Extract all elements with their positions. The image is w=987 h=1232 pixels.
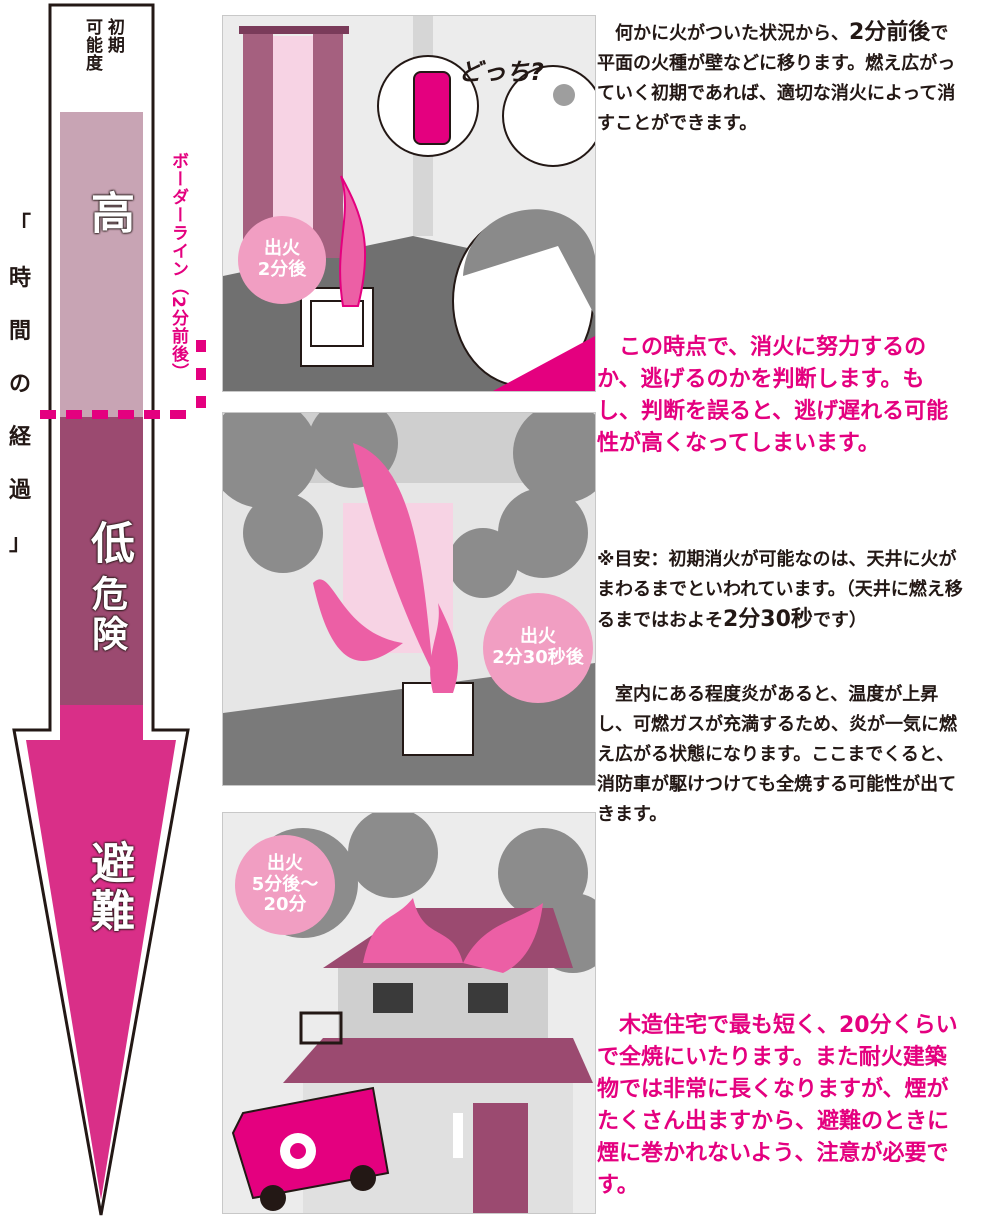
borderline-vertical-dashes: [196, 340, 208, 420]
header-line: 初期: [103, 18, 124, 54]
level-low: 低: [83, 520, 134, 568]
question-label: どっち?: [458, 58, 544, 86]
elapsed-char: 間: [8, 319, 31, 344]
level-high: 高: [83, 190, 134, 238]
elapsed-char: 経: [8, 425, 31, 450]
text-flashover: 室内にある程度炎があると、温度が上昇し、可燃ガスが充満するため、炎が一気に燃え広…: [597, 684, 957, 825]
low-band: [60, 417, 143, 705]
header-line: 可能度: [82, 18, 102, 72]
bracket-close: 」: [8, 531, 31, 556]
high-band: [60, 112, 143, 417]
level-danger-text: 危険: [86, 575, 127, 655]
borderline-dashes: [40, 410, 220, 422]
badge-line: 2分30秒後: [492, 647, 584, 668]
text-initial-fire: 何かに火がついた状況から、2分前後で平面の火種が壁などに移ります。燃え広がってい…: [597, 18, 965, 139]
badge-line: 出火: [519, 626, 556, 648]
badge-line: 5分後〜: [251, 873, 319, 895]
text-full-burn: 木造住宅で最も短く、20分くらいで全焼にいたります。また耐火建築物では非常に長く…: [597, 1013, 958, 1198]
level-evacuate: 避難: [83, 840, 134, 936]
text-span: 何かに火がついた状況から、: [615, 23, 849, 44]
elapsed-char: 時: [8, 266, 31, 291]
badge-line: 2分後: [257, 259, 307, 280]
text-decision: この時点で、消火に努力するのか、逃げるのかを判断します。もし、判断を誤ると、逃げ…: [597, 335, 949, 456]
text-guideline: ※目安：初期消火が可能なのは、天井に火がまわるまでといわれています。（天井に燃え…: [597, 545, 965, 636]
text-span: で平面の火種が壁などに移ります。燃え広がっていく初期であれば、適切な消火によって…: [597, 23, 956, 134]
badge-line: 20分: [263, 894, 307, 916]
elapsed-time-label: 「 時 間 の 経 過 」: [0, 215, 40, 586]
text-emphasis: 2分30秒: [723, 607, 813, 632]
elapsed-char: の: [8, 372, 31, 397]
bracket-open: 「: [8, 213, 31, 238]
level-danger: 危険: [80, 575, 132, 655]
badge-line: 出火: [267, 852, 303, 874]
header-cell: [60, 12, 143, 112]
fire-extinguisher-icon: [413, 71, 451, 145]
running-person-icon: [553, 84, 575, 106]
elapsed-char: 過: [8, 478, 31, 503]
header-label: 初期 可能度 消火: [63, 18, 141, 72]
text-span: ※目安：初期消火が可能なのは、天井に火がまわるまでといわれています。（天井に燃え…: [597, 549, 963, 631]
arrow-graphic: [12, 3, 190, 1216]
text-span: です）: [812, 610, 867, 631]
evacuate-band: [26, 705, 176, 1200]
badge-line: 出火: [264, 238, 300, 260]
borderline-label: ボーダーライン（2分前後）: [168, 152, 188, 381]
text-emphasis: 2分前後: [849, 20, 931, 45]
timeline-arrow: [0, 0, 200, 1228]
